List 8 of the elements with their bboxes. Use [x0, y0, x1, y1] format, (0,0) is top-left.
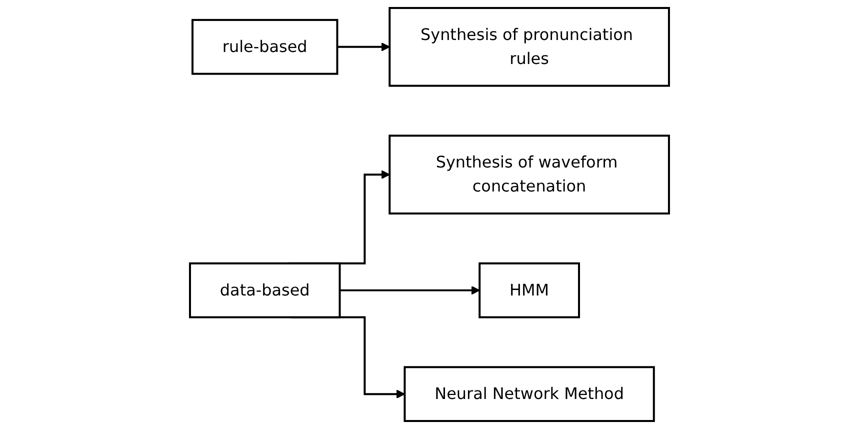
node-box: Synthesis of waveform concatenation — [388, 134, 670, 214]
arrow — [339, 286, 480, 295]
node-box: HMM — [478, 262, 580, 318]
node-box: Synthesis of pronunciation rules — [388, 6, 670, 87]
node-box: Neural Network Method — [403, 366, 654, 422]
arrow — [336, 42, 390, 52]
node-box: data-based — [188, 262, 340, 318]
node-box: rule-based — [191, 18, 338, 75]
